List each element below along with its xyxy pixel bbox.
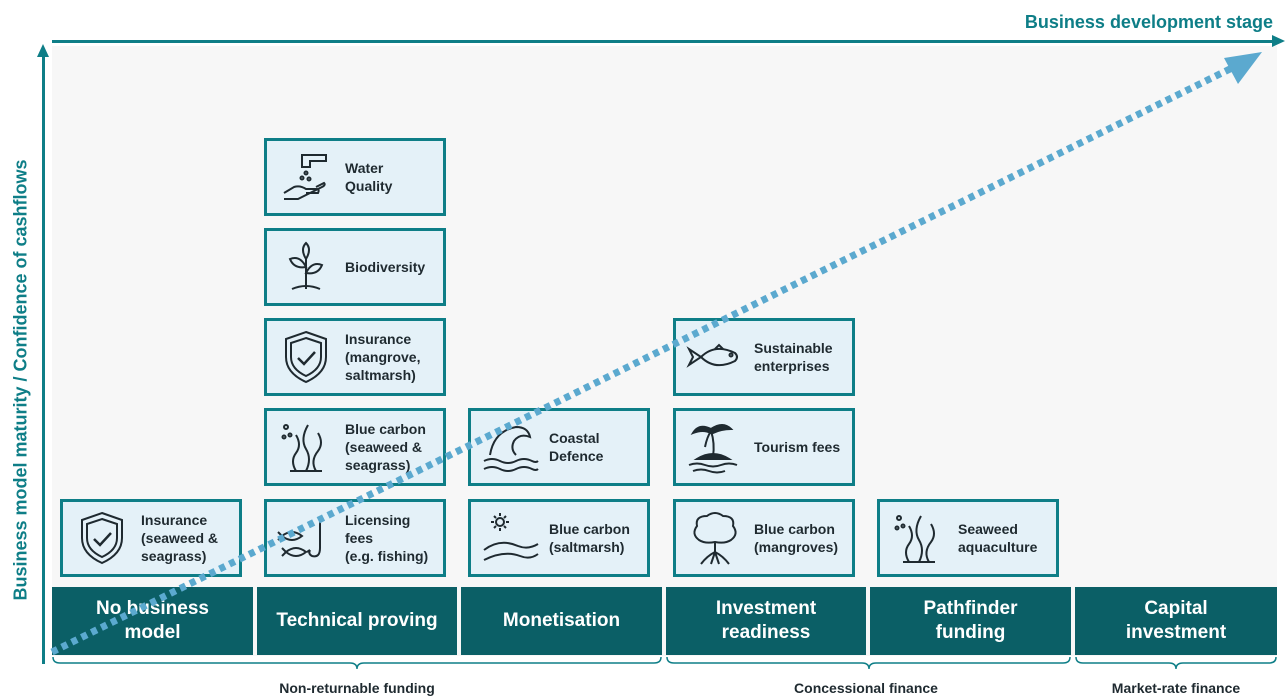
brace-non-returnable xyxy=(52,656,662,670)
card-label: Sustainable enterprises xyxy=(754,340,833,374)
tap-hand-icon xyxy=(275,147,337,207)
card-blue-carbon-saltmarsh: Blue carbon (saltmarsh) xyxy=(468,499,650,577)
sprout-icon xyxy=(275,237,337,297)
stage-no-business-model: No business model xyxy=(52,587,253,655)
card-tourism-fees: Tourism fees xyxy=(673,408,855,486)
card-label: Blue carbon (mangroves) xyxy=(754,521,839,555)
card-insurance-mangrove: Insurance (mangrove, saltmarsh) xyxy=(264,318,446,396)
card-licensing-fees: Licensing fees (e.g. fishing) xyxy=(264,499,446,577)
card-label: Coastal Defence xyxy=(549,430,604,464)
x-axis-line xyxy=(52,40,1277,43)
card-sustainable-enterprises: Sustainable enterprises xyxy=(673,318,855,396)
wave-icon xyxy=(479,417,541,477)
y-axis-title: Business model maturity / Confidence of … xyxy=(10,159,31,601)
card-blue-carbon-seaweed: Blue carbon (seaweed & seagrass) xyxy=(264,408,446,486)
brace-concessional xyxy=(666,656,1071,670)
seaweed-icon xyxy=(275,417,337,477)
card-label: Insurance (mangrove, saltmarsh) xyxy=(345,331,421,383)
stage-technical-proving: Technical proving xyxy=(257,587,457,655)
funding-label-non-returnable: Non-returnable funding xyxy=(279,680,435,696)
fish-icon xyxy=(684,327,746,387)
card-label: Seaweed aquaculture xyxy=(958,521,1038,555)
y-axis-arrowhead xyxy=(37,44,49,57)
card-water-quality: Water Quality xyxy=(264,138,446,216)
stage-monetisation: Monetisation xyxy=(461,587,662,655)
x-axis-title: Business development stage xyxy=(1024,12,1273,32)
card-label: Blue carbon (saltmarsh) xyxy=(549,521,630,555)
card-blue-carbon-mangroves: Blue carbon (mangroves) xyxy=(673,499,855,577)
mangrove-tree-icon xyxy=(684,508,746,568)
palm-island-icon xyxy=(684,417,746,477)
funding-label-concessional: Concessional finance xyxy=(794,680,938,696)
card-label: Biodiversity xyxy=(345,259,426,275)
card-label: Tourism fees xyxy=(754,439,841,455)
fish-hook-icon xyxy=(275,508,337,568)
brace-market-rate xyxy=(1075,656,1277,670)
seaweed-icon xyxy=(888,508,950,568)
card-insurance-seaweed: Insurance (seaweed & seagrass) xyxy=(60,499,242,577)
card-label: Licensing fees (e.g. fishing) xyxy=(345,512,429,564)
stage-capital-investment: Capital investment xyxy=(1075,587,1277,655)
card-label: Insurance (seaweed & seagrass) xyxy=(141,512,219,564)
y-axis-line xyxy=(42,56,45,664)
card-seaweed-aquaculture: Seaweed aquaculture xyxy=(877,499,1059,577)
card-coastal-defence: Coastal Defence xyxy=(468,408,650,486)
card-label: Water Quality xyxy=(345,160,393,194)
saltmarsh-sun-icon xyxy=(479,508,541,568)
card-label: Blue carbon (seaweed & seagrass) xyxy=(345,421,426,473)
shield-check-icon xyxy=(275,327,337,387)
funding-label-market-rate: Market-rate finance xyxy=(1111,680,1241,696)
card-biodiversity: Biodiversity xyxy=(264,228,446,306)
stage-investment-readiness: Investment readiness xyxy=(666,587,866,655)
x-axis-arrowhead xyxy=(1272,35,1285,47)
stage-pathfinder-funding: Pathfinder funding xyxy=(870,587,1071,655)
shield-check-icon xyxy=(71,508,133,568)
